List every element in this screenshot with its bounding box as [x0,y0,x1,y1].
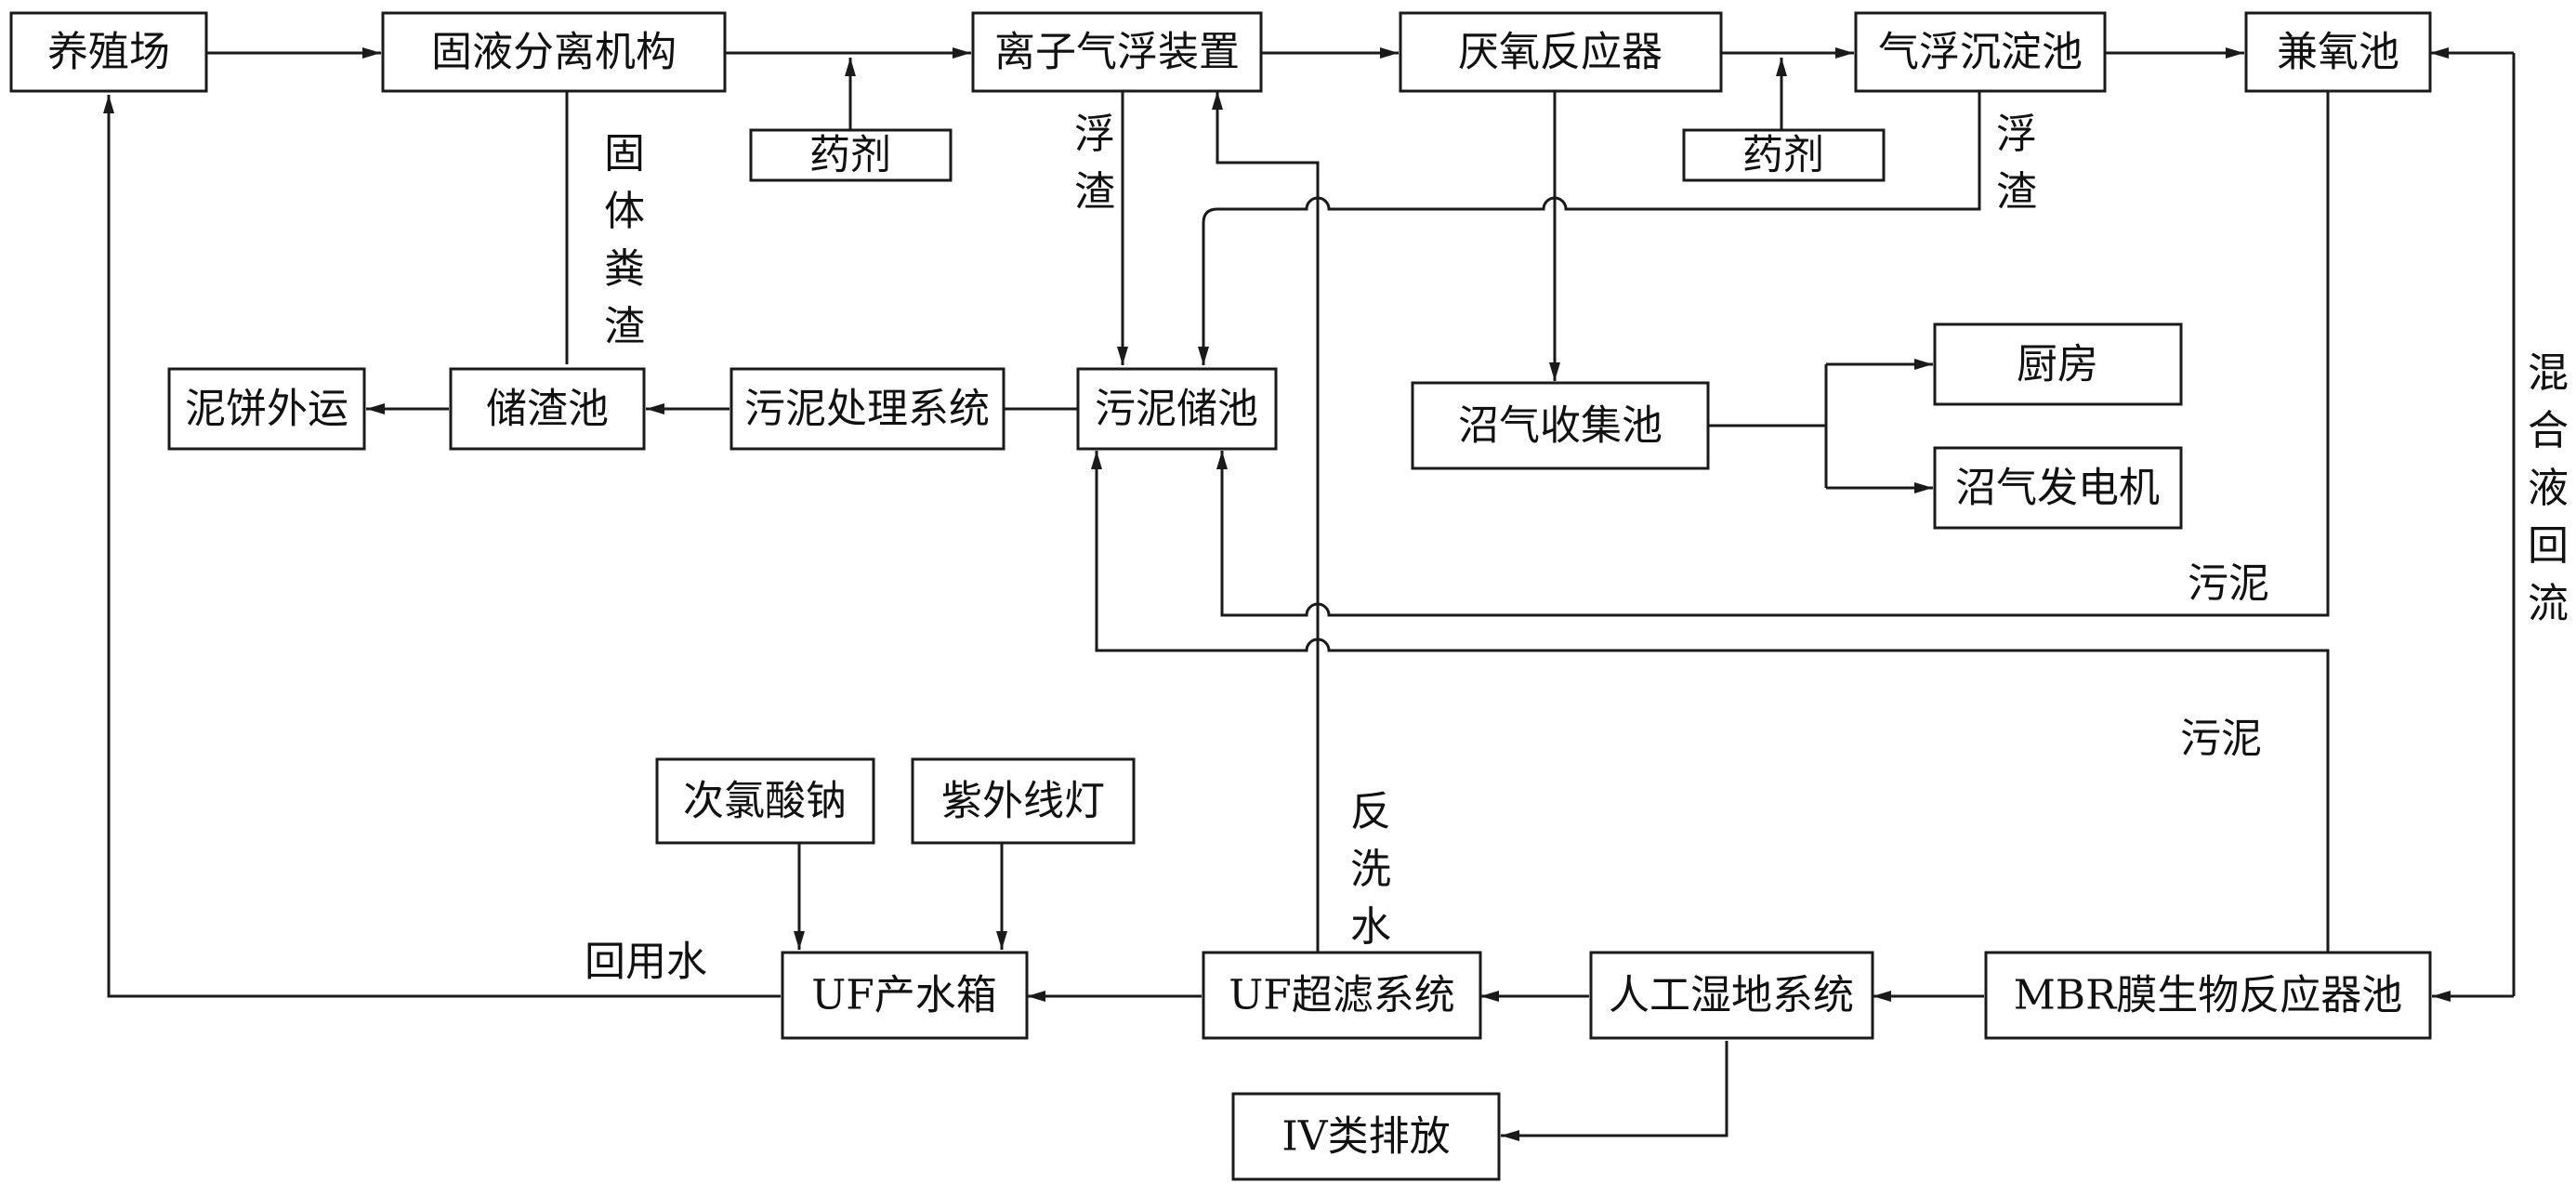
node-sludge-cake-transport: 泥饼外运 [167,367,366,451]
node-sludge-treatment-system: 污泥处理系统 [729,367,1005,451]
label-sludge-2: 污泥 [2180,716,2262,763]
node-residue-tank: 储渣池 [449,367,646,451]
node-uf-product-tank: UF产水箱 [781,951,1029,1040]
node-solid-liquid-separator: 固液分离机构 [381,11,727,93]
node-reagent-2: 药剂 [1682,128,1886,182]
node-constructed-wetland: 人工湿地系统 [1589,951,1874,1040]
node-farm-label: 养殖场 [47,29,170,76]
node-sludge-storage-tank-label: 污泥储池 [1095,386,1258,433]
node-anoxic-tank: 兼氧池 [2244,11,2432,93]
node-residue-tank-label: 储渣池 [486,386,609,433]
node-kitchen-label: 厨房 [2017,341,2098,388]
label-mixed-liquor-return: 混合液回流 [2528,349,2569,627]
edge-backwash-water [1212,91,1320,953]
label-scum-1: 浮渣 [1074,111,1115,216]
label-scum-2: 浮渣 [1996,111,2037,216]
node-sludge-cake-transport-label: 泥饼外运 [185,386,348,433]
node-farm: 养殖场 [9,11,208,93]
node-reagent-1-label: 药剂 [809,132,891,179]
edge-reuse-water [103,95,781,998]
node-mbr-reactor-label: MBR膜生物反应器池 [2014,972,2403,1019]
node-biogas-generator-label: 沼气发电机 [1955,465,2160,512]
node-uv-lamp-label: 紫外线灯 [941,778,1105,825]
label-sludge-1: 污泥 [2188,560,2269,608]
node-reagent-1: 药剂 [749,128,953,182]
node-sodium-hypochlorite: 次氯酸钠 [655,757,875,845]
edge-wetland-to-discharge [1501,1041,1728,1141]
node-sludge-storage-tank: 污泥储池 [1076,367,1278,451]
node-class-iv-discharge: IV类排放 [1231,1092,1501,1181]
node-ion-flotation-label: 离子气浮装置 [994,29,1240,76]
node-flotation-sedimentation-tank: 气浮沉淀池 [1854,11,2107,93]
node-biogas-collection-tank: 沼气收集池 [1411,381,1710,470]
node-flotation-sedimentation-tank-label: 气浮沉淀池 [1878,29,2083,76]
label-backwash-water: 反洗水 [1350,788,1391,951]
node-uf-filtration-system: UF超滤系统 [1202,951,1482,1040]
node-sodium-hypochlorite-label: 次氯酸钠 [683,778,847,825]
node-anaerobic-reactor-label: 厌氧反应器 [1458,29,1663,76]
node-anoxic-tank-label: 兼氧池 [2277,29,2399,76]
node-uf-product-tank-label: UF产水箱 [811,972,997,1019]
node-biogas-generator: 沼气发电机 [1933,446,2183,530]
node-solid-liquid-separator-label: 固液分离机构 [431,29,677,76]
edge-sedimentation-scum [1198,88,1981,365]
node-biogas-collection-tank-label: 沼气收集池 [1458,402,1663,450]
node-reagent-2-label: 药剂 [1742,132,1824,179]
node-class-iv-discharge-label: IV类排放 [1281,1113,1450,1161]
node-uf-filtration-system-label: UF超滤系统 [1229,972,1455,1019]
node-anaerobic-reactor: 厌氧反应器 [1399,11,1723,93]
node-uv-lamp: 紫外线灯 [911,757,1136,845]
label-reuse-water: 回用水 [585,939,707,986]
label-solid-manure-residue: 固体粪渣 [604,130,645,350]
node-constructed-wetland-label: 人工湿地系统 [1609,972,1854,1019]
connectors [103,47,2516,1141]
node-ion-flotation: 离子气浮装置 [971,11,1263,93]
node-kitchen: 厨房 [1933,322,2183,406]
node-sludge-treatment-system-label: 污泥处理系统 [744,386,990,433]
node-mbr-reactor: MBR膜生物反应器池 [1984,951,2432,1040]
